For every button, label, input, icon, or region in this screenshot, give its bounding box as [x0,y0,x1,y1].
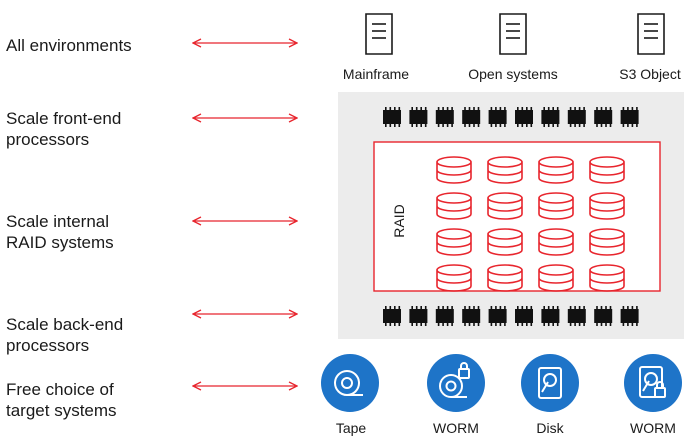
open-systems-server: Open systems [468,13,558,82]
raid-disk-icon [436,156,472,184]
back-end-processor-chip [541,306,560,326]
target-circle [427,354,485,412]
label-back-end-line1: Scale back-end [6,315,124,334]
front-end-processor-chip [620,107,639,127]
raid-disk-icon [436,264,472,292]
worm-tape-icon [439,362,470,398]
raid-disk-icon [589,156,625,184]
back-end-processor-chip [594,306,613,326]
server-label-mainframe: Mainframe [343,66,409,82]
front-end-processor-chip [594,107,613,127]
label-back-end: Scale back-end processors [6,314,123,356]
raid-disk-icon [436,192,472,220]
target-circle [521,354,579,412]
back-end-processors [383,306,639,326]
disk-icon [538,367,562,399]
servers: Mainframe Open systems S3 Object [343,13,681,82]
label-targets-line1: Free choice of [6,380,114,399]
raid-disk-icon [589,264,625,292]
back-end-processor-chip [409,306,428,326]
raid-disk-icon [538,264,574,292]
back-end-processor-chip [435,306,454,326]
front-end-processor-chip [409,107,428,127]
back-end-processor-chip [567,306,586,326]
raid-disk-icon [538,156,574,184]
back-end-processor-chip [515,306,533,326]
raid-disk-icon [487,156,523,184]
raid-disk-icon [436,228,472,256]
target-label-disk: Disk [536,420,564,436]
back-end-processor-chip [383,306,401,326]
s3-object-server: S3 Object [619,13,681,82]
raid-disk-icon [487,228,523,256]
raid-disk-icon [589,192,625,220]
front-end-processors [383,107,639,127]
target-systems: Tape WORM Disk [321,354,682,436]
server-icon [365,13,393,55]
label-environments: All environments [6,35,132,56]
mainframe-server: Mainframe [343,13,409,82]
label-raid: Scale internal RAID systems [6,211,114,253]
front-end-processor-chip [488,107,507,127]
front-end-processor-chip [435,107,454,127]
raid-disk-icon [538,228,574,256]
target-label-tape: Tape [336,420,367,436]
target-disk: Disk [521,354,579,436]
label-targets: Free choice of target systems [6,379,117,421]
server-label-s3-object: S3 Object [619,66,681,82]
target-worm-disk: WORM [624,354,682,436]
front-end-processor-chip [541,107,560,127]
label-back-end-line2: processors [6,336,90,355]
server-label-open-systems: Open systems [468,66,557,82]
arrows [193,43,297,386]
label-environments-line1: All environments [6,36,132,55]
raid-disk-icon [487,264,523,292]
raid-disk-icon [589,228,625,256]
label-front-end-line1: Scale front-end [6,109,122,128]
target-tape: Tape [321,354,379,436]
front-end-processor-chip [515,107,533,127]
front-end-processor-chip [383,107,401,127]
worm-disk-icon [639,366,666,398]
target-worm-tape: WORM [427,354,485,436]
back-end-processor-chip [488,306,507,326]
raid-disk-icon [538,192,574,220]
raid-box [373,141,661,292]
label-raid-line2: RAID systems [6,233,114,252]
front-end-processor-chip [462,107,481,127]
target-circle [624,354,682,412]
server-icon [637,13,665,55]
label-raid-line1: Scale internal [6,212,110,231]
back-end-processor-chip [462,306,481,326]
target-label-worm-2: WORM [630,420,676,436]
label-front-end-line2: processors [6,130,90,149]
raid-disk-icon [487,192,523,220]
raid-label: RAID [391,204,407,237]
label-front-end: Scale front-end processors [6,108,121,150]
target-circle [321,354,379,412]
target-label-worm-1: WORM [433,420,479,436]
front-end-processor-chip [567,107,586,127]
server-icon [499,13,527,55]
label-targets-line2: target systems [6,401,117,420]
tape-icon [334,370,363,396]
back-end-processor-chip [620,306,639,326]
raid-disk-grid [436,156,625,292]
